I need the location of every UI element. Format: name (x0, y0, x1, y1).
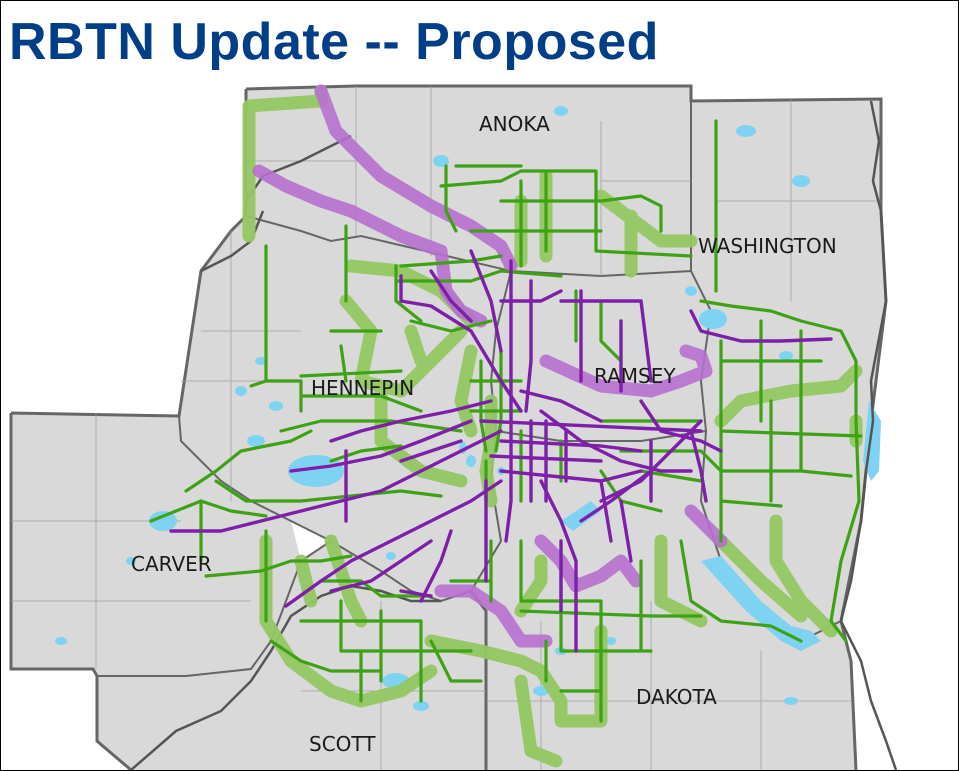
lake-spring (413, 701, 429, 711)
lake-bald-eagle (685, 286, 697, 296)
alignment-dakota (449, 539, 803, 723)
alignment-south-radials (484, 479, 633, 653)
mississippi-river-east (701, 556, 821, 651)
alignment-west-radials (169, 399, 503, 533)
lake-byllesby (784, 697, 798, 705)
lake-coon (433, 155, 449, 167)
label-hennepin: HENNEPIN (311, 376, 414, 400)
county-washington (691, 99, 886, 641)
corridor-hennepin-southwest (294, 534, 368, 628)
corridor-dakota-south (514, 674, 563, 768)
purple-alignments (169, 249, 833, 653)
purple-corridors (252, 84, 728, 648)
lake-riley (386, 552, 396, 560)
corridor-anoka-west (252, 164, 448, 258)
alignment-mpls-radials (399, 249, 833, 423)
corridor-ramsey-north (539, 344, 713, 398)
lake-big-marine (792, 175, 810, 187)
alignment-hennepin-southwest (184, 429, 443, 503)
lake-minnetonka (288, 455, 344, 487)
river-lines (130, 100, 898, 770)
corridor-east-diagonal (684, 504, 728, 548)
county-labels: ANOKA WASHINGTON HENNEPIN RAMSEY CARVER … (131, 112, 837, 756)
alignment-hennepin-west (249, 244, 463, 463)
alignment-anoka-grid (439, 119, 718, 293)
label-ramsey: RAMSEY (594, 364, 676, 388)
lake-independence (269, 401, 283, 411)
corridor-south-loop (434, 584, 553, 648)
alignment-ramsey (499, 269, 723, 513)
lake-elmo (779, 351, 793, 361)
county-ramsey (491, 271, 711, 441)
corridor-dakota-central (534, 534, 643, 593)
alignment-washington (699, 299, 863, 643)
county-carver (11, 413, 301, 676)
label-anoka: ANOKA (479, 112, 550, 136)
lake-lee (606, 637, 616, 645)
county-polygons (11, 86, 886, 770)
lake-cedar (55, 637, 67, 645)
county-anoka (246, 86, 691, 276)
corridor-anoka-diagonal (314, 84, 518, 273)
lake-linwood (554, 106, 568, 116)
river-st-croix (839, 100, 888, 622)
lake-waconia (149, 511, 177, 531)
label-dakota: DAKOTA (636, 685, 717, 709)
lake-crystal (255, 357, 267, 365)
river-crow (244, 134, 352, 202)
alignment-scott (269, 579, 483, 703)
river-minnesota (130, 584, 441, 770)
label-carver: CARVER (131, 552, 212, 576)
alignment-stpaul-diagonals (539, 399, 723, 523)
lake-forest (736, 125, 756, 137)
lake-rebecca (235, 386, 247, 396)
lakes-rivers (55, 106, 881, 711)
lake-sarah (247, 435, 265, 447)
river-mississippi-north (200, 210, 265, 273)
alignment-hennepin-north (329, 224, 503, 383)
lake-harriet (466, 455, 476, 467)
corridor-scott-south (424, 624, 608, 728)
rbtn-alignments (149, 119, 863, 723)
mississippi-river-central (561, 501, 601, 531)
river-south (839, 620, 898, 770)
label-scott: SCOTT (309, 732, 376, 756)
county-hennepin (179, 216, 511, 601)
slide-title: RBTN Update -- Proposed (9, 13, 659, 71)
corridor-hennepin-north (434, 244, 488, 328)
alignment-southwest-radials (284, 479, 503, 608)
label-washington: WASHINGTON (698, 234, 837, 258)
lake-white-bear (699, 309, 727, 329)
lake-clear (126, 557, 136, 565)
